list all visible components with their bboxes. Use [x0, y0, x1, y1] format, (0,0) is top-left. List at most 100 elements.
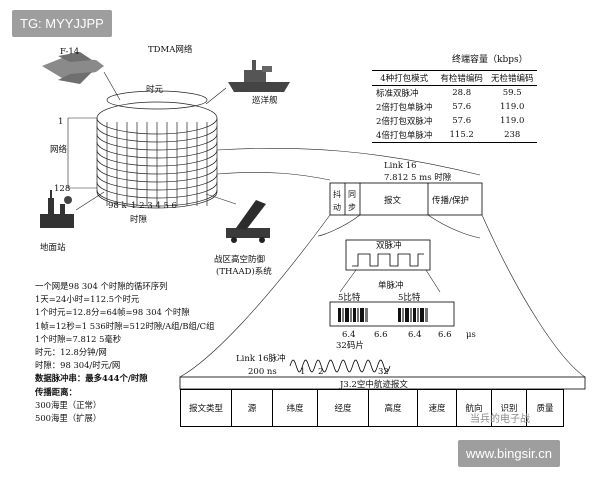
time-6-4-a: 6.4	[342, 330, 356, 340]
watermark-top: TG: MYYJJPP	[12, 10, 112, 37]
cylinder-grid-ring	[96, 125, 218, 143]
j32-field: 报文类型	[180, 389, 232, 427]
cylinder-grid-ring	[96, 157, 218, 175]
chip-2: 2	[318, 367, 323, 377]
bit-mark	[417, 308, 419, 322]
field-message: 报文	[384, 195, 402, 206]
thaad-launcher-icon	[226, 200, 270, 243]
bit-mark	[405, 308, 409, 322]
note-line: 1个时元=12.8分=64帧=98 304 个时隙	[35, 307, 190, 318]
bit-mark	[338, 308, 341, 322]
bit-mark	[350, 308, 352, 322]
ground-station-label: 地面站	[40, 242, 66, 253]
thaad-label-en: (THAAD)系统	[216, 266, 272, 277]
table-row: 标准双脉冲 28.8 59.5	[372, 86, 537, 101]
tdma-title: TDMA网络	[148, 44, 193, 55]
ground-station-icon	[40, 190, 74, 228]
pulse-funnel	[179, 214, 586, 378]
field-sync-b: 步	[348, 203, 356, 212]
note-line: 1帧=12秒=1 536时隙=512时隙/A组/B组/C组	[35, 320, 215, 331]
table-row: 2倍打包双脉冲 57.6 119.0	[372, 114, 537, 128]
bit-mark	[365, 308, 368, 322]
bit-mark	[410, 308, 412, 322]
link16-title: Link 16	[384, 161, 417, 171]
time-element-label: 时元	[146, 84, 164, 95]
cylinder-grid-ring	[96, 165, 218, 183]
chip-waveform	[289, 359, 391, 373]
j32-field-table: 报文类型 源 纬度 经度 高度 速度 航向 识别 质量	[180, 389, 564, 427]
slot-seq: 1 2 3 4 5 6	[131, 201, 177, 211]
tdma-cylinder	[96, 90, 218, 209]
bit-mark	[353, 308, 356, 322]
value-cell: 238	[486, 128, 538, 143]
value-cell: 57.6	[452, 102, 472, 112]
field-sync-a: 同	[348, 190, 356, 199]
ns-label: 200 ns	[248, 367, 277, 377]
note-line: 数据脉冲串：最多444个/时隙	[35, 373, 148, 384]
single-pulse-label: 单脉冲	[378, 280, 404, 291]
field-jitter-b: 动	[333, 202, 341, 212]
note-line: 时隙：98 304/时元/网	[35, 360, 121, 371]
j32-title: J3.2空中航迹报文	[339, 379, 408, 390]
watermark-bottom: www.bingsir.cn	[458, 440, 560, 467]
slot-label: 时隙	[130, 214, 148, 225]
field-jitter-a: 抖	[333, 189, 341, 199]
capacity-header: 有检错编码	[436, 70, 487, 86]
bits-b-label: 5比特	[398, 292, 421, 303]
cylinder-grid-ring	[96, 189, 218, 207]
field-propagation: 传播/保护	[432, 195, 469, 206]
notes-block: 一个网是98 304 个时隙的循环序列 1天=24小时=112.5个时元 1个时…	[35, 280, 214, 425]
capacity-header: 4种打包模式	[372, 70, 437, 86]
value-cell: 119.0	[500, 116, 525, 126]
f14-jet-icon	[42, 52, 104, 84]
funnel-lines	[216, 147, 481, 181]
slot-count: 98 k	[108, 201, 128, 211]
cylinder-grid-ring	[96, 173, 218, 191]
cylinder-grid-ring	[96, 133, 218, 151]
j32-field: 识别	[491, 389, 527, 427]
value-cell: 115.2	[436, 128, 487, 143]
note-line: 时元：12.8分钟/网	[35, 347, 107, 358]
chip-32: 32	[378, 367, 389, 377]
note-line: 传播距离：	[35, 386, 77, 397]
bit-mark	[398, 308, 401, 322]
f14-label: F-14	[60, 47, 79, 57]
double-pulse-box	[345, 239, 431, 271]
cruiser-label: 巡洋舰	[252, 95, 278, 106]
chips-label: 32码片	[336, 340, 364, 351]
note-line: 一个网是98 304 个时隙的循环序列	[35, 281, 168, 291]
cruiser-icon	[228, 60, 290, 92]
bit-mark	[342, 308, 344, 322]
mode-cell: 4倍打包单脉冲	[372, 128, 437, 143]
tdma-connectors	[67, 71, 237, 211]
wechat-mark: 当兵的电子战	[470, 414, 530, 425]
cylinder-grid-ring	[96, 149, 218, 167]
note-line: 300海里（正常）	[35, 399, 102, 410]
bit-mark	[420, 308, 424, 322]
note-line: 1天=24小时=112.5个时元	[35, 294, 140, 305]
network-label: 网络	[50, 144, 68, 155]
bit-mark	[402, 308, 404, 322]
j32-field: 经度	[317, 389, 369, 427]
cylinder-grid-ring	[96, 181, 218, 199]
value-cell: 28.8	[452, 88, 472, 98]
table-row: 4倍打包单脉冲 115.2 238	[372, 128, 538, 143]
note-line: 1个时隙=7.812 5毫秒	[35, 333, 122, 344]
link16-pulse-label: Link 16脉冲	[236, 353, 286, 364]
capacity-header: 无检错编码	[486, 70, 538, 86]
link16-period: 7.812 5 ms 时隙	[384, 172, 452, 183]
time-6-6-a: 6.6	[374, 330, 388, 340]
j32-field: 源	[231, 389, 273, 427]
j32-field: 高度	[368, 389, 418, 427]
double-pulse-label: 双脉冲	[376, 240, 402, 251]
chip-1: 1	[300, 367, 305, 377]
link16-slot-box	[329, 182, 483, 216]
mode-cell: 2倍打包单脉冲	[376, 103, 433, 113]
single-pulse-box	[329, 301, 455, 327]
value-cell: 119.0	[500, 102, 525, 112]
bit-mark	[357, 308, 359, 322]
bit-mark	[345, 308, 349, 322]
n128-label: 128	[54, 184, 70, 194]
table-row: 2倍打包单脉冲 57.6 119.0	[372, 100, 537, 114]
